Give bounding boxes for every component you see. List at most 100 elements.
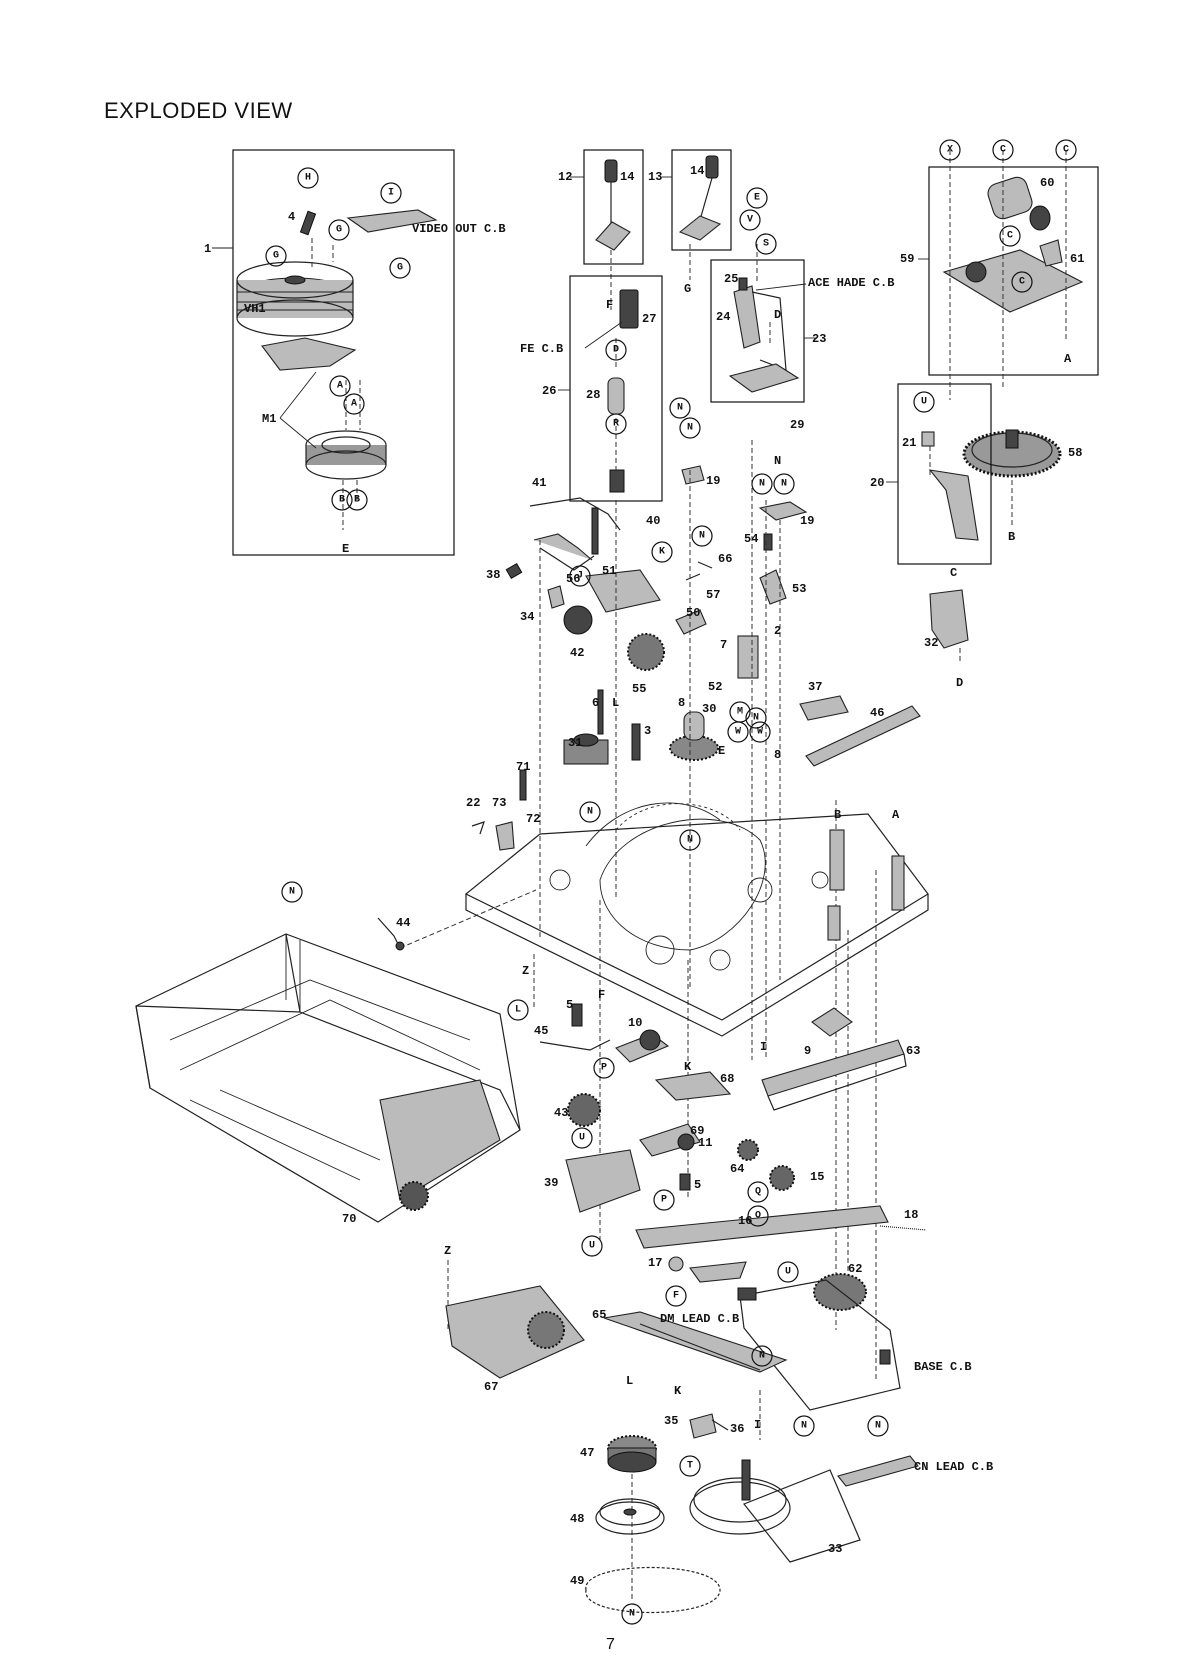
svg-text:D: D — [613, 345, 619, 356]
part-67 — [445, 1285, 585, 1379]
svg-text:S: S — [763, 239, 769, 250]
callout: U — [913, 391, 935, 413]
part-56-gear — [563, 605, 593, 635]
callout: C — [1055, 139, 1077, 161]
part-label: 58 — [1068, 446, 1082, 460]
cn-lead-board — [837, 1455, 919, 1487]
svg-text:N: N — [759, 479, 765, 490]
main-chassis — [464, 802, 929, 1037]
svg-text:O: O — [755, 1211, 761, 1222]
letter-label: C — [950, 566, 957, 580]
part-61 — [1039, 239, 1063, 267]
callout: N — [669, 397, 691, 419]
callout: C — [999, 225, 1021, 247]
part-27 — [619, 289, 639, 329]
dm-lead-board — [689, 1261, 747, 1283]
callout: P — [593, 1057, 615, 1079]
drum-assembly-group — [212, 149, 455, 556]
part-label: 62 — [848, 1262, 862, 1276]
part-label: 39 — [544, 1176, 558, 1190]
callout: U — [581, 1235, 603, 1257]
callout: N — [679, 417, 701, 439]
part-label: 53 — [792, 582, 806, 596]
part-label: 5 — [566, 998, 573, 1012]
part-label: 33 — [828, 1542, 842, 1556]
part-label: M1 — [262, 412, 276, 426]
part-label: 66 — [718, 552, 732, 566]
svg-text:H: H — [305, 173, 311, 184]
part-label: 8 — [678, 696, 685, 710]
part-68 — [654, 1071, 732, 1101]
part-51-plate — [585, 569, 661, 613]
letter-label: A — [892, 808, 900, 822]
part-39 — [565, 1149, 641, 1213]
part-label: 54 — [744, 532, 758, 546]
callout: C — [992, 139, 1014, 161]
part-label: 5 — [694, 1178, 701, 1192]
part-3 — [631, 723, 641, 761]
callout: V — [739, 209, 761, 231]
part-label: 61 — [1070, 252, 1084, 266]
svg-text:U: U — [579, 1133, 585, 1144]
part-52-gear — [627, 633, 665, 671]
svg-text:A: A — [337, 381, 343, 392]
svg-text:P: P — [601, 1063, 607, 1074]
callout: C — [1011, 271, 1033, 293]
chassis-post — [827, 905, 841, 941]
part-label: 42 — [570, 646, 584, 660]
label-dm-lead: DM LEAD C.B — [660, 1312, 739, 1326]
letter-label: G — [684, 282, 691, 296]
svg-text:I: I — [388, 188, 394, 199]
part-label: 3 — [644, 724, 651, 738]
svg-text:C: C — [1063, 145, 1069, 156]
svg-text:G: G — [336, 225, 342, 236]
svg-text:E: E — [754, 193, 760, 204]
part-label: 71 — [516, 760, 530, 774]
part-57 — [675, 609, 707, 635]
letter-label: Z — [522, 964, 529, 978]
callout: I — [380, 182, 402, 204]
callout: T — [679, 1455, 701, 1477]
page-title: EXPLODED VIEW — [104, 98, 293, 123]
callout: A — [329, 375, 351, 397]
letter-label: K — [684, 1060, 692, 1074]
part-label: 32 — [924, 636, 938, 650]
part-21 — [921, 431, 935, 447]
callout: N — [745, 707, 767, 729]
part-label: 43 — [554, 1106, 568, 1120]
part-48 — [595, 1501, 665, 1535]
part-4 — [299, 210, 317, 236]
part-33 — [743, 1469, 861, 1563]
svg-text:F: F — [673, 1291, 679, 1302]
part-15 — [769, 1165, 795, 1191]
capstan-motor-group — [918, 150, 1099, 400]
chassis-post-b — [829, 829, 845, 891]
part-label: 4 — [288, 210, 295, 224]
callout: J — [569, 565, 591, 587]
part-53 — [759, 569, 787, 605]
part-63 — [761, 1039, 905, 1097]
drum-assembly-box — [232, 149, 455, 556]
base-board — [739, 1279, 901, 1411]
part-label: 29 — [790, 418, 804, 432]
part-label: 72 — [526, 812, 540, 826]
part-label: 69 — [690, 1124, 704, 1138]
part-label: 10 — [628, 1016, 642, 1030]
callout: B — [331, 489, 353, 511]
part-16 — [635, 1205, 889, 1249]
part-25 — [738, 277, 748, 291]
svg-text:C: C — [1000, 145, 1006, 156]
part-37 — [799, 695, 849, 721]
svg-text:U: U — [589, 1241, 595, 1252]
page-number: 7 — [606, 1636, 615, 1653]
letter-label: I — [754, 1418, 761, 1432]
svg-text:G: G — [397, 263, 403, 274]
part-label: 19 — [706, 474, 720, 488]
callout: G — [265, 245, 287, 267]
label-cn-lead: CN LEAD C.B — [914, 1460, 993, 1474]
svg-text:X: X — [947, 145, 953, 156]
part-54 — [763, 533, 773, 551]
part-label: 40 — [646, 514, 660, 528]
callout: G — [328, 219, 350, 241]
svg-text:C: C — [1019, 277, 1025, 288]
